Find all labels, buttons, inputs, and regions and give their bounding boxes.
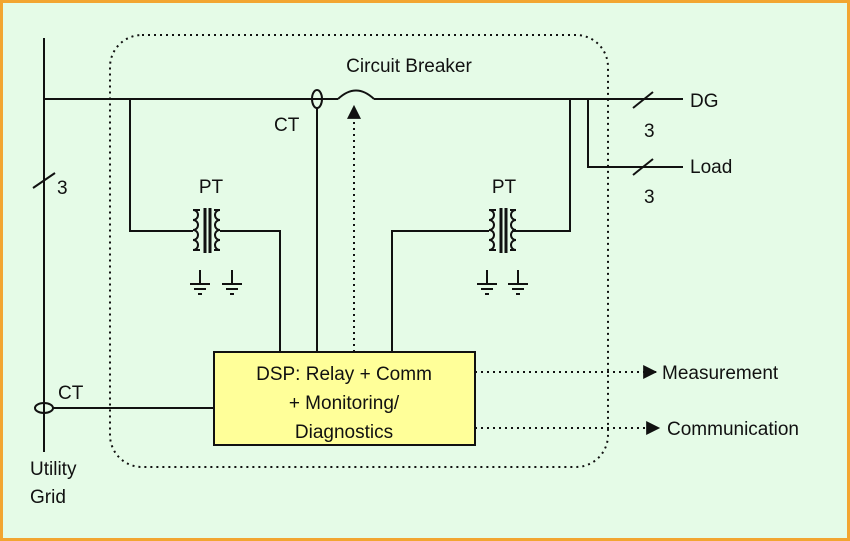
dg-label: DG	[690, 91, 719, 112]
dsp-line2: + Monitoring/	[289, 393, 400, 414]
ct-bottom-label: CT	[58, 383, 84, 404]
pt-right-secondary-wire	[391, 230, 489, 352]
phase-tick-load	[632, 158, 654, 176]
pt-right-label: PT	[492, 177, 517, 198]
load-branch	[587, 99, 683, 168]
ground-left-pt-icon	[190, 270, 242, 295]
dsp-line1: DSP: Relay + Comm	[256, 364, 432, 385]
dsp-box	[213, 351, 476, 446]
phase-dg-label: 3	[644, 121, 655, 142]
ground-right-pt-icon	[477, 270, 528, 295]
utility-grid-label-line2: Grid	[30, 487, 66, 508]
utility-grid-label-line1: Utility	[30, 459, 77, 480]
pt-left-transformer-icon	[192, 208, 221, 253]
phase-load-label: 3	[644, 187, 655, 208]
ct-bottom-icon	[34, 402, 54, 414]
ct-top-label: CT	[274, 115, 300, 136]
pt-left-primary-wire	[129, 99, 193, 232]
breaker-contact	[337, 89, 375, 100]
phase-tick-dg	[632, 91, 654, 109]
measurement-label: Measurement	[662, 363, 779, 384]
pt-left-label: PT	[199, 177, 224, 198]
phase-grid-label: 3	[57, 178, 68, 199]
phase-tick-grid	[32, 172, 56, 189]
pt-left-secondary-wire	[220, 230, 281, 352]
dsp-line3: Diagnostics	[295, 422, 393, 443]
circuit-breaker-label: Circuit Breaker	[346, 56, 472, 77]
pt-right-primary-wire	[512, 99, 571, 232]
load-label: Load	[690, 157, 732, 178]
communication-label: Communication	[667, 419, 799, 440]
breaker-enclosure	[109, 34, 609, 468]
pt-right-transformer-icon	[488, 208, 517, 253]
ct-top-icon	[311, 89, 323, 109]
